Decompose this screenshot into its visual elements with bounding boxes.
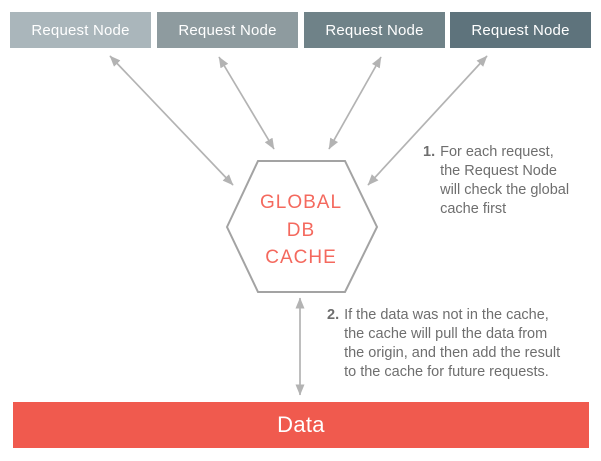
request-node-4-label: Request Node: [471, 21, 570, 39]
request-node-1-label: Request Node: [31, 21, 130, 39]
annotation-1-line: the Request Node: [440, 163, 557, 179]
hexagon-label-line3: CACHE: [265, 247, 337, 268]
double-arrow-node4-cache: [367, 55, 488, 186]
annotation-1-number: 1.: [423, 144, 436, 160]
annotation-2-number: 2.: [327, 307, 340, 323]
request-node-4: Request Node: [450, 12, 591, 48]
double-arrow-node1-cache: [109, 55, 234, 186]
annotation-check-cache: 1. For each request, the Request Node wi…: [423, 143, 569, 219]
arrow-group: [109, 55, 488, 396]
annotation-1-text: For each request, the Request Node will …: [440, 143, 569, 219]
double-arrow-node2-cache: [218, 56, 275, 150]
annotation-2-line: If the data was not in the cache,: [344, 307, 549, 323]
request-node-1: Request Node: [10, 12, 151, 48]
annotation-2-line: to the cache for future requests.: [344, 364, 549, 380]
annotation-1-line: For each request,: [440, 144, 554, 160]
request-node-3: Request Node: [304, 12, 445, 48]
annotation-cache-miss: 2. If the data was not in the cache, the…: [327, 306, 560, 382]
request-node-2: Request Node: [157, 12, 298, 48]
annotation-1-line: cache first: [440, 201, 507, 217]
annotation-2-text: If the data was not in the cache, the ca…: [344, 306, 560, 382]
annotation-2-line: the origin, and then add the result: [344, 345, 561, 361]
request-node-2-label: Request Node: [178, 21, 277, 39]
request-node-3-label: Request Node: [325, 21, 424, 39]
double-arrow-node3-cache: [328, 56, 382, 150]
data-origin-bar: Data: [13, 402, 589, 448]
annotation-1-line: will check the global: [440, 182, 570, 198]
data-bar-label: Data: [277, 412, 325, 437]
hexagon-label-line2: DB: [287, 220, 315, 241]
cache-hexagon: [225, 160, 379, 293]
annotation-2-line: the cache will pull the data from: [344, 326, 548, 342]
hexagon-label-line1: GLOBAL: [260, 192, 342, 213]
